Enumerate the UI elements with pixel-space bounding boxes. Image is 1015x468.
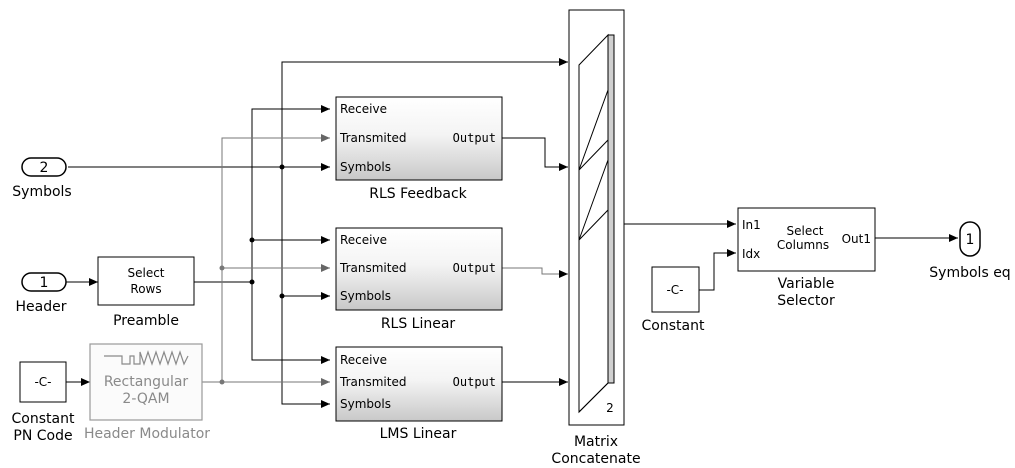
selector-label-line1: Variable xyxy=(778,276,835,292)
equalizer-lms-linear-label: LMS Linear xyxy=(380,426,457,442)
port-receive: Receive xyxy=(340,233,387,247)
inport-symbols[interactable]: 2 Symbols xyxy=(12,157,72,200)
wire-rls-feedback-concat xyxy=(502,137,568,171)
inport-symbols-number: 2 xyxy=(40,160,49,176)
header-modulator-block[interactable]: Rectangular 2-QAM Header Modulator xyxy=(84,343,210,442)
wire-transmit-rls-feedback xyxy=(221,134,330,382)
constant-pn-label-line1: Constant xyxy=(12,411,75,427)
inport-header-label: Header xyxy=(16,299,67,315)
outport-number: 1 xyxy=(966,232,975,248)
selector-text-line1: Select xyxy=(786,224,823,238)
constant-idx-block[interactable]: -C- Constant xyxy=(642,266,705,334)
modulator-label: Header Modulator xyxy=(84,426,210,442)
constant-pn-label-line2: PN Code xyxy=(13,428,72,444)
port-symbols: Symbols xyxy=(340,160,391,174)
port-output: Output xyxy=(453,375,496,389)
port-idx: Idx xyxy=(742,247,760,261)
preamble-text-line1: Select xyxy=(127,266,164,280)
inport-header[interactable]: 1 Header xyxy=(16,272,67,315)
wire-rls-linear-concat xyxy=(502,267,568,278)
equalizer-rls-feedback[interactable]: Receive Transmited Symbols Output RLS Fe… xyxy=(335,96,503,202)
variable-selector-block[interactable]: In1 Idx Out1 Select Columns Variable Sel… xyxy=(737,207,876,309)
port-receive: Receive xyxy=(340,353,387,367)
outport-symbols-eq[interactable]: 1 Symbols eq xyxy=(929,221,1011,281)
branch-dot xyxy=(249,279,255,285)
wire-receive-lms-linear xyxy=(251,282,330,364)
branch-dot xyxy=(279,293,285,299)
waveform-icon xyxy=(104,350,189,366)
port-receive: Receive xyxy=(340,102,387,116)
constant-idx-value: -C- xyxy=(666,283,683,297)
constant-pn-value: -C- xyxy=(34,375,51,389)
matrix-concatenate-block[interactable]: 2 Matrix Concatenate xyxy=(551,9,641,467)
branch-dot xyxy=(219,265,225,271)
equalizer-lms-linear[interactable]: Receive Transmited Symbols Output LMS Li… xyxy=(335,346,503,442)
selector-text-line2: Columns xyxy=(777,238,829,252)
preamble-text-line2: Rows xyxy=(130,282,161,296)
wire-receive-rls-feedback xyxy=(251,105,330,282)
preamble-block[interactable]: Select Rows Preamble xyxy=(97,256,195,329)
wire-symbols-lms-linear xyxy=(281,296,330,408)
equalizer-rls-linear[interactable]: Receive Transmited Symbols Output RLS Li… xyxy=(335,227,503,332)
preamble-label: Preamble xyxy=(113,313,179,329)
port-transmited: Transmited xyxy=(339,261,406,275)
port-symbols: Symbols xyxy=(340,397,391,411)
port-output: Output xyxy=(453,131,496,145)
outport-label: Symbols eq xyxy=(929,265,1010,281)
equalizer-rls-linear-label: RLS Linear xyxy=(381,316,456,332)
port-symbols: Symbols xyxy=(340,289,391,303)
branch-dot xyxy=(249,237,255,243)
concat-icon xyxy=(578,33,615,414)
signal-lines xyxy=(66,58,958,408)
modulator-text-line2: 2-QAM xyxy=(122,391,169,407)
inport-symbols-label: Symbols xyxy=(12,184,71,200)
port-in1: In1 xyxy=(742,218,761,232)
port-output: Output xyxy=(453,261,496,275)
selector-label-line2: Selector xyxy=(777,293,835,309)
port-transmited: Transmited xyxy=(339,131,406,145)
inport-header-number: 1 xyxy=(40,275,49,291)
constant-idx-label: Constant xyxy=(642,318,705,334)
branch-dot xyxy=(219,379,225,385)
concat-label-line2: Concatenate xyxy=(551,451,640,467)
equalizer-rls-feedback-label: RLS Feedback xyxy=(369,186,467,202)
modulator-text-line1: Rectangular xyxy=(104,374,189,390)
concat-dim: 2 xyxy=(606,401,614,415)
concat-label-line1: Matrix xyxy=(574,434,618,450)
wire-symbols-concat xyxy=(281,58,568,167)
wire-symbols-rls-linear xyxy=(281,167,330,300)
constant-pn-code-block[interactable]: -C- Constant PN Code xyxy=(12,361,75,444)
port-transmited: Transmited xyxy=(339,375,406,389)
wire-constant-idx xyxy=(699,249,736,291)
port-out1: Out1 xyxy=(842,232,871,246)
